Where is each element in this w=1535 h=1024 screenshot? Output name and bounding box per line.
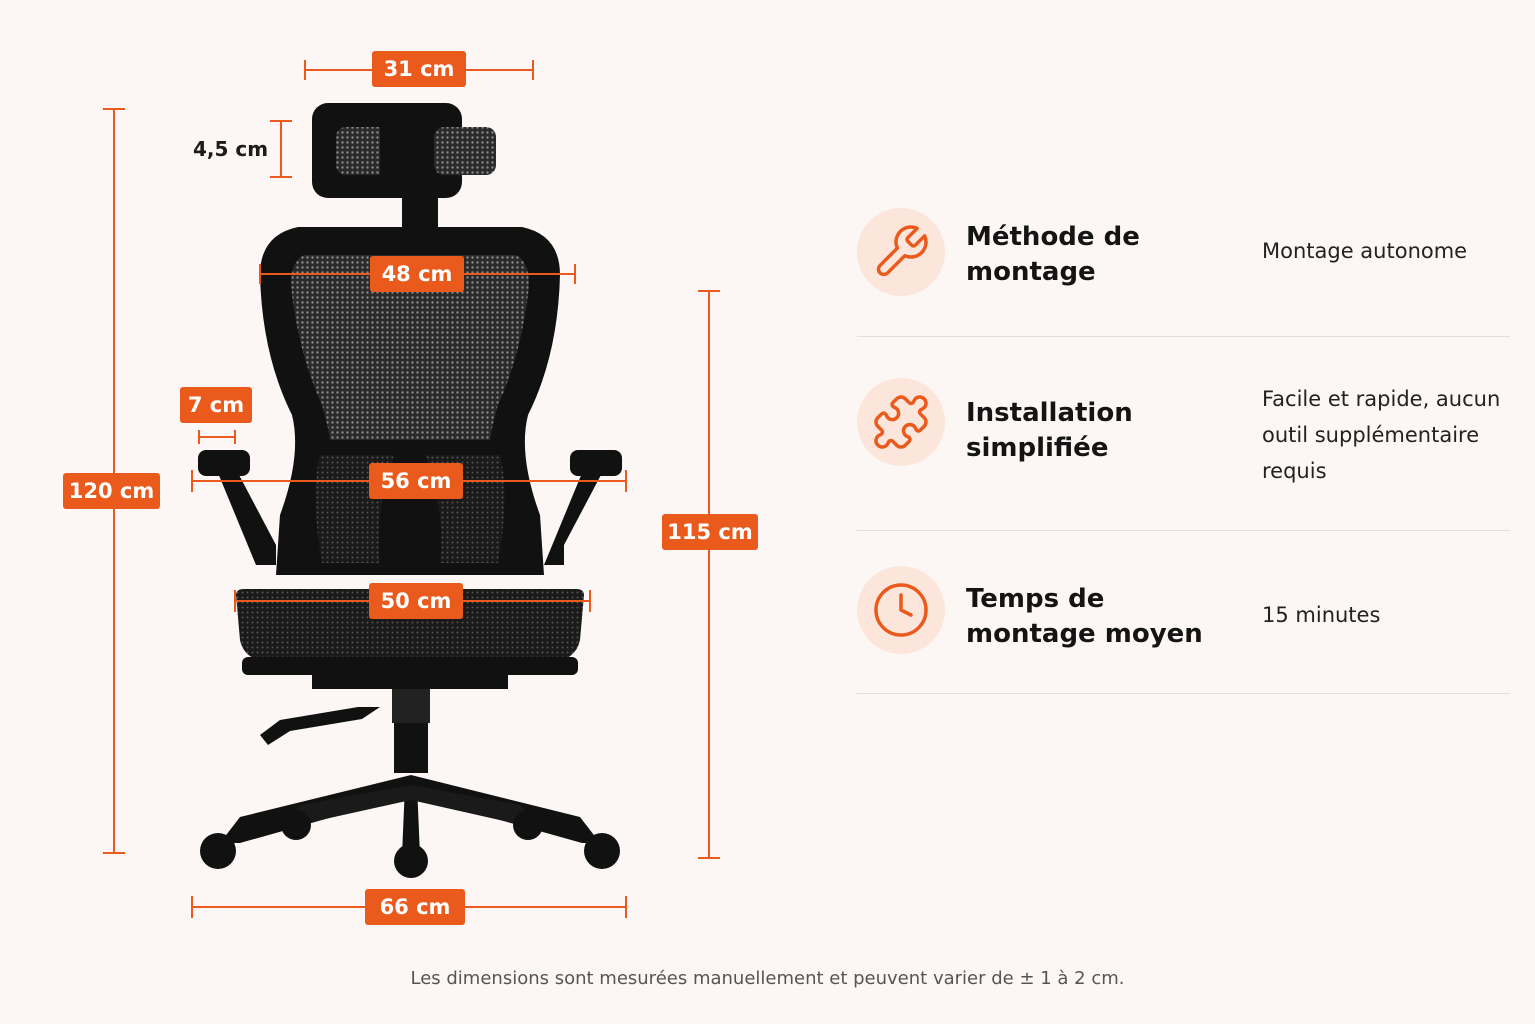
backrest-width-badge: 48 cm [370, 256, 464, 292]
min-height-badge: 115 cm [662, 514, 758, 550]
wrench-icon [857, 208, 945, 296]
spec-label: Méthode de montage [966, 222, 1140, 287]
puzzle-icon [857, 378, 945, 466]
measurement-disclaimer: Les dimensions sont mesurées manuellemen… [410, 968, 1125, 989]
office-chair-illustration [198, 103, 622, 878]
seat [236, 589, 584, 663]
seat-width-badge: 50 cm [369, 583, 463, 619]
spec-row-assembly-time: Temps de montage moyen 15 minutes [857, 530, 1510, 694]
headrest-width-badge: 31 cm [372, 51, 466, 87]
spec-value: Montage autonome [1262, 239, 1468, 263]
spec-row-assembly-method: Méthode de montage Montage autonome [857, 205, 1510, 337]
armrest-width-badge: 7 cm [180, 387, 252, 423]
spec-label: Installation simplifiée [966, 398, 1133, 463]
headrest-height-label: 4,5 cm [193, 137, 269, 161]
total-height-badge: 120 cm [63, 473, 160, 509]
spec-row-installation: Installation simplifiée Facile et rapide… [857, 336, 1510, 531]
spec-value: 15 minutes [1262, 603, 1381, 627]
spec-label: Temps de montage moyen [966, 584, 1203, 649]
clock-icon [857, 566, 945, 654]
base-width-badge: 66 cm [365, 889, 465, 925]
arm-span-badge: 56 cm [369, 463, 463, 499]
spec-value: Facile et rapide, aucun outil supplément… [1262, 387, 1501, 483]
